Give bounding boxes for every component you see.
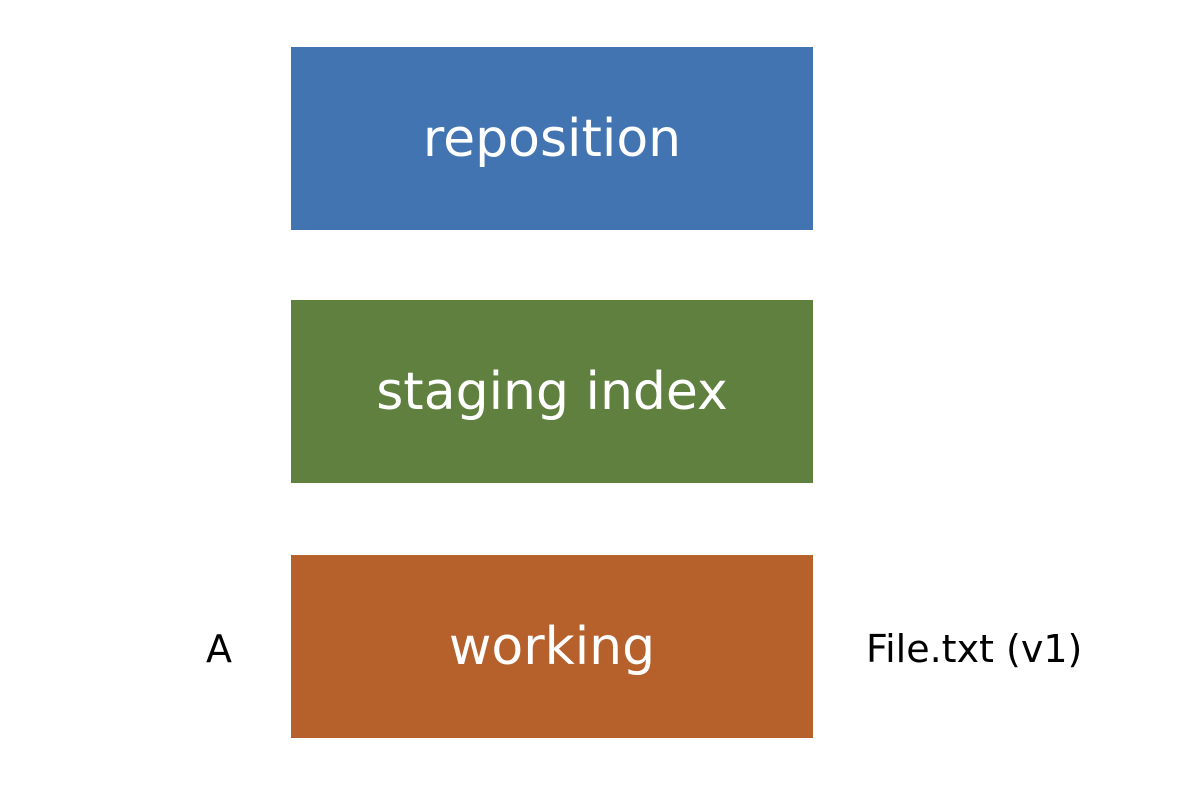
staging-index-label: staging index	[376, 361, 728, 422]
file-version-label: File.txt (v1)	[866, 627, 1083, 671]
staging-index-box: staging index	[291, 300, 813, 483]
working-label: working	[448, 616, 656, 677]
repository-box: reposition	[291, 47, 813, 230]
repository-label: reposition	[422, 108, 682, 169]
left-letter-label: A	[206, 627, 232, 671]
working-box: working	[291, 555, 813, 738]
